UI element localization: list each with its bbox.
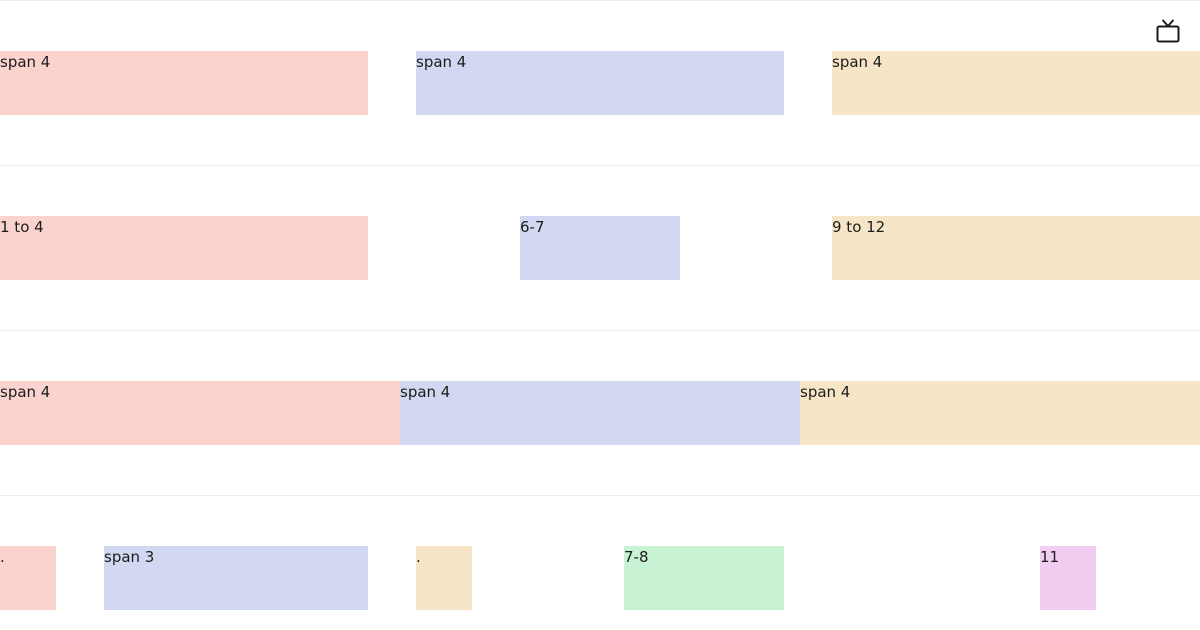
row-divider (0, 0, 1200, 1)
grid-cell: span 4 (416, 51, 784, 115)
grid-cell: span 4 (0, 381, 400, 445)
row-divider (0, 495, 1200, 496)
row-divider (0, 330, 1200, 331)
row-divider (0, 165, 1200, 166)
grid-cell: 1 to 4 (0, 216, 368, 280)
tv-icon[interactable] (1155, 19, 1181, 45)
grid-cell: 6-7 (520, 216, 680, 280)
grid-cell: span 4 (832, 51, 1200, 115)
grid-cell: span 4 (400, 381, 800, 445)
grid-cell: . (0, 546, 56, 610)
grid-cell: span 4 (800, 381, 1200, 445)
grid-cell: 11 (1040, 546, 1096, 610)
grid-cell: 7-8 (624, 546, 784, 610)
grid-cell: span 4 (0, 51, 368, 115)
grid-cell: . (416, 546, 472, 610)
grid-cell: span 3 (104, 546, 368, 610)
grid-cell: 9 to 12 (832, 216, 1200, 280)
